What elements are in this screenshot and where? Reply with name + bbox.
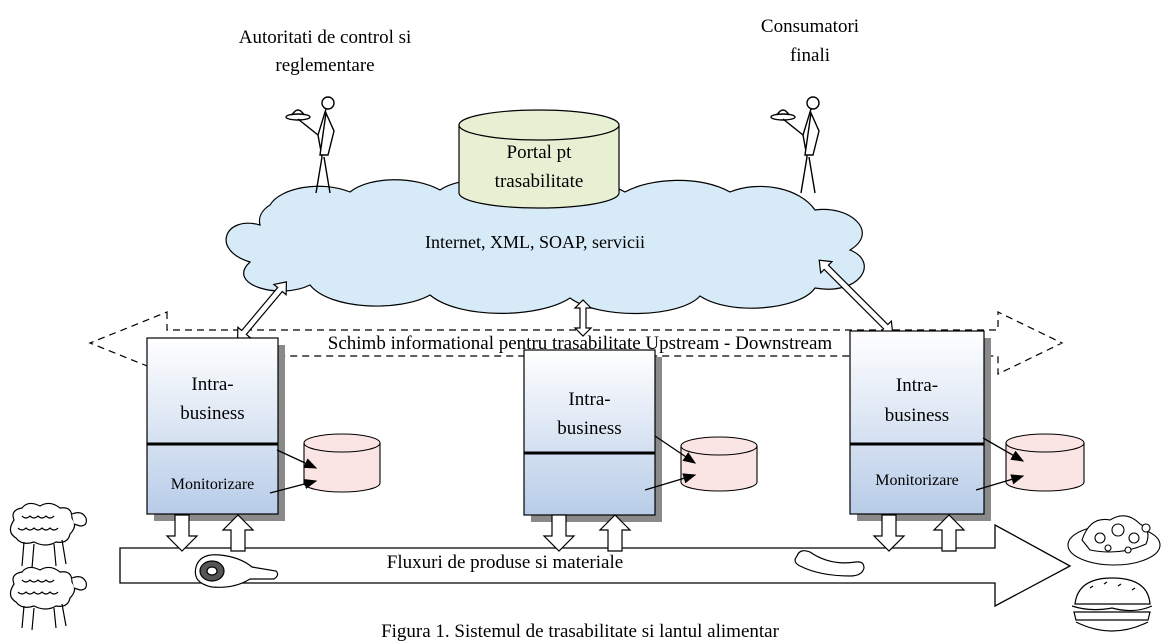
link-arrows: [236, 259, 894, 341]
business-2-label-line1: Intra-: [568, 389, 611, 410]
cloud-label: Internet, XML, SOAP, servicii: [425, 232, 645, 252]
business-1-monitor-label: Monitorizare: [170, 476, 255, 493]
flow-link-arrows: [165, 514, 966, 552]
consumers-label-line1: Consumatori: [760, 16, 860, 37]
consumers-label-line2: finali: [789, 45, 831, 66]
business-2-label-line2: business: [557, 418, 622, 439]
cloud-shape: [225, 178, 865, 315]
portal-label-line2: trasabilitate: [494, 171, 584, 192]
ham-icon: [194, 554, 279, 588]
database-icon: [680, 436, 758, 492]
database-icon: [1005, 433, 1085, 492]
business-box-1: [146, 337, 285, 521]
portal-database: [458, 109, 620, 209]
business-3-monitor-label: Monitorizare: [875, 472, 959, 489]
portal-label-line1: Portal pt: [506, 142, 572, 163]
product-flow-arrow: [119, 523, 1072, 608]
authorities-label-line1: Autoritati de control si: [238, 27, 412, 48]
flow-label: Fluxuri de produse si materiale: [386, 552, 624, 573]
sheep-icon: [9, 566, 87, 631]
business-box-2: [523, 349, 662, 522]
figure-caption: Figura 1. Sistemul de trasabilitate si l…: [381, 621, 779, 642]
business-1-label-line1: Intra-: [191, 374, 234, 395]
data-arrows: [269, 435, 1025, 494]
database-icon: [303, 433, 381, 493]
business-3-label-line2: business: [884, 405, 950, 426]
business-1-label-line2: business: [180, 403, 245, 424]
food-plate-icon: [1067, 515, 1161, 566]
exchange-band-label: Schimb informational pentru trasabilitat…: [327, 333, 833, 354]
exchange-band-arrow: [88, 311, 1064, 375]
waiter-icon: [770, 96, 820, 194]
waiter-icon: [285, 96, 335, 194]
burger-icon: [1071, 577, 1153, 632]
sheep-icon: [9, 502, 87, 569]
business-box-3: [849, 330, 991, 521]
sausage-icon: [794, 550, 865, 577]
business-3-label-line1: Intra-: [895, 375, 939, 396]
authorities-label-line2: reglementare: [275, 55, 375, 76]
